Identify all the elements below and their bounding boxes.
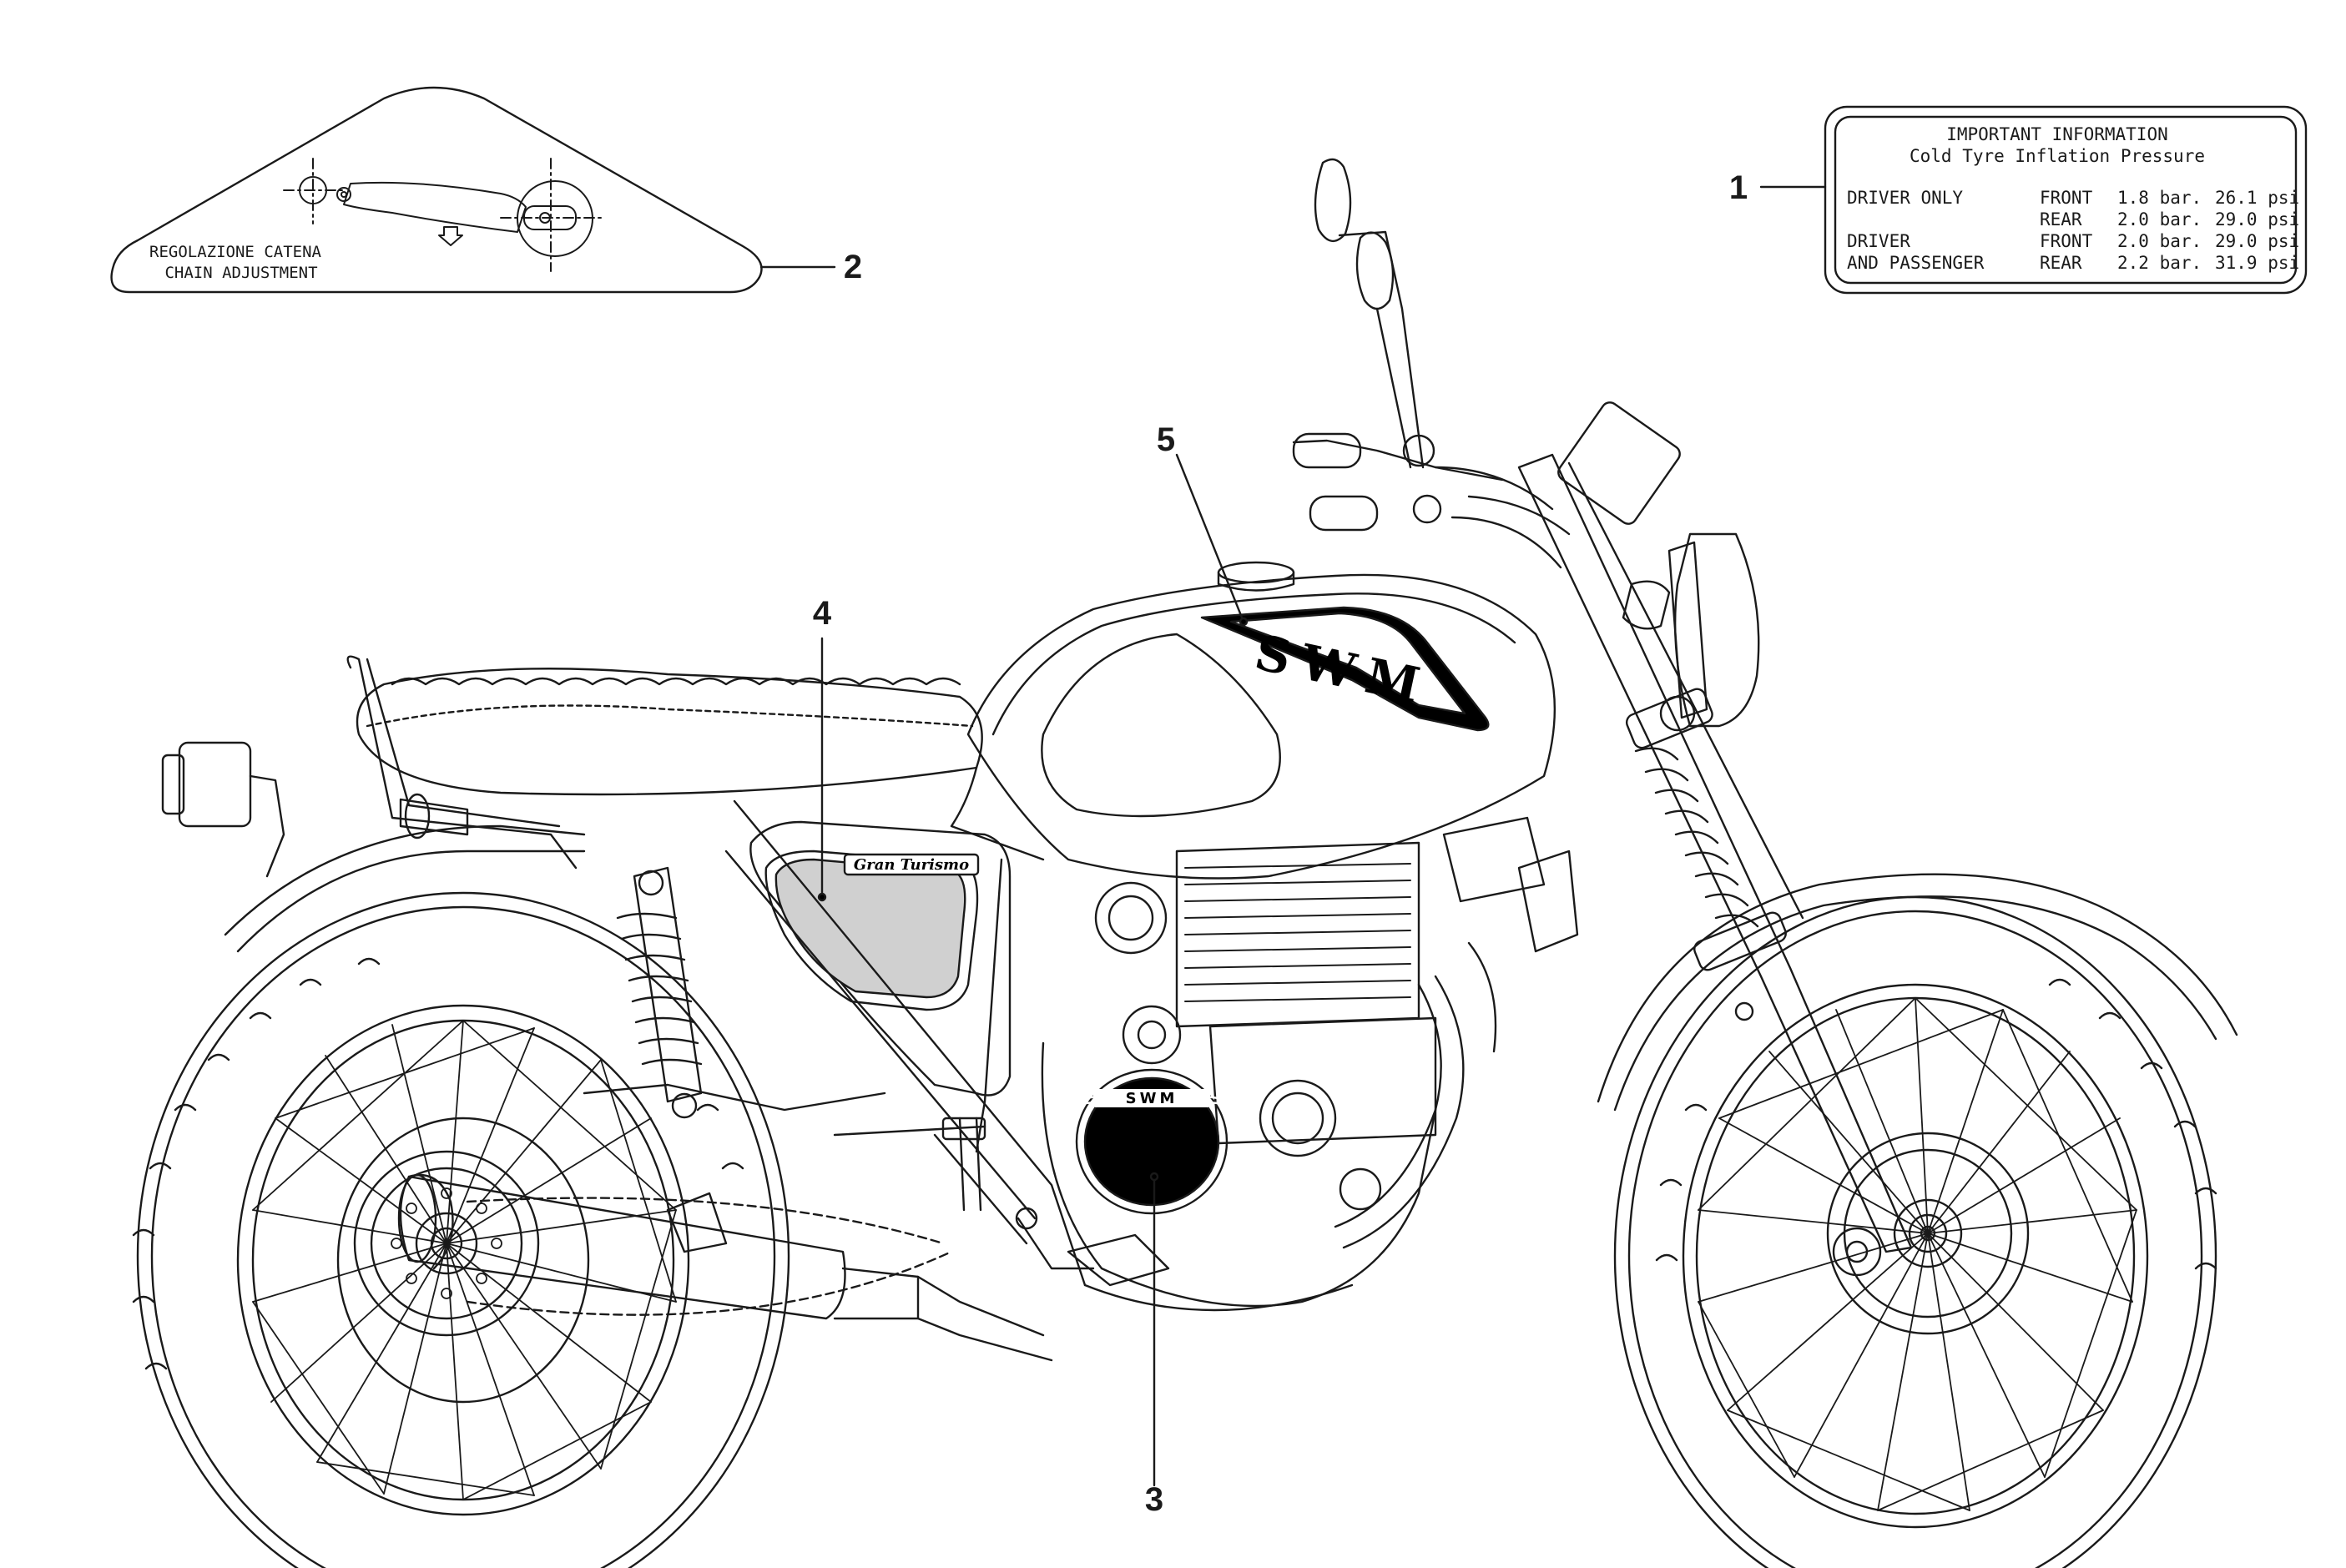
engine-cover-decal (1075, 1068, 1228, 1215)
engine (1041, 816, 1579, 1308)
tyre-row-position: FRONT (2040, 188, 2093, 208)
tyre-row-bar: 2.0 bar. (2117, 209, 2202, 229)
tyre-row-bar: 2.2 bar. (2117, 253, 2202, 273)
tyre-decal-subtitle: Cold Tyre Inflation Pressure (1910, 146, 2205, 166)
callout-5-leader (1175, 453, 1249, 627)
fuel-tank (966, 561, 1556, 880)
rear-shock (616, 866, 703, 1119)
rear-wheel (132, 891, 790, 1568)
tyre-row-position: REAR (2040, 253, 2082, 273)
tank-decal-swm (1200, 606, 1490, 732)
decal-tyre-pressure (1824, 105, 2308, 295)
callout-5: 5 (1157, 421, 1175, 458)
tyre-row-rider: AND PASSENGER (1847, 253, 1985, 273)
tyre-row-psi: 29.0 psi (2215, 209, 2299, 229)
tyre-row-psi: 31.9 psi (2215, 253, 2299, 273)
callout-3-leader (1149, 1172, 1159, 1487)
callout-4: 4 (813, 595, 832, 632)
callout-2: 2 (844, 249, 862, 285)
engine-cover-logo-text: SWM (1126, 1090, 1178, 1107)
decal-chain-adjustment (110, 86, 763, 294)
chain-decal-line1: REGOLAZIONE CATENA (149, 243, 321, 261)
rear-mudguard-and-light (161, 741, 586, 953)
handlebar-and-mirrors (1292, 158, 1571, 569)
tyre-row-bar: 1.8 bar. (2117, 188, 2202, 208)
headlight-assembly (1557, 401, 1760, 732)
tyre-row-position: FRONT (2040, 231, 2093, 251)
callout-3: 3 (1145, 1481, 1163, 1518)
tyre-row-rider: DRIVER (1847, 231, 1910, 251)
tyre-row-rider: DRIVER ONLY (1847, 188, 1963, 208)
tyre-row-bar: 2.0 bar. (2117, 231, 2202, 251)
grab-rail (346, 655, 578, 870)
chain-adjust-swingarm-icon (283, 158, 606, 272)
footpegs-levers (583, 1083, 1170, 1287)
tyre-row-psi: 26.1 psi (2215, 188, 2299, 208)
chain (466, 1117, 986, 1316)
side-panel-script: Gran Turismo (854, 856, 969, 874)
seat (356, 668, 1045, 861)
exhaust (397, 1173, 1053, 1362)
callout-1: 1 (1729, 169, 1748, 206)
callout-4-leader (817, 637, 827, 902)
front-wheel (1597, 873, 2238, 1568)
tyre-decal-title: IMPORTANT INFORMATION (1946, 124, 2168, 144)
tyre-row-position: REAR (2040, 209, 2082, 229)
front-fork (1517, 453, 1913, 1277)
chain-decal-line2: CHAIN ADJUSTMENT (164, 264, 317, 282)
tyre-row-psi: 29.0 psi (2215, 231, 2299, 251)
